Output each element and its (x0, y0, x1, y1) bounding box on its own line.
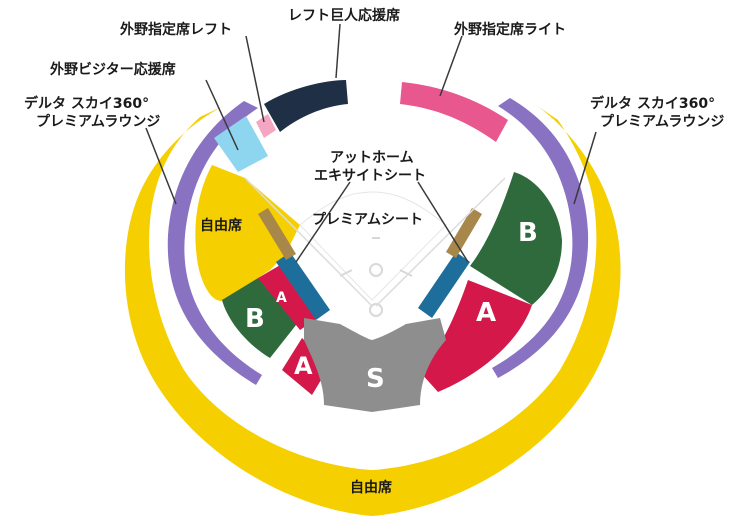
inner-left-free-seating[interactable] (195, 165, 300, 301)
delta-lounge-left-label-line2: プレミアムラウンジ (36, 114, 161, 130)
section-a-left-bottom[interactable] (282, 338, 330, 395)
excite-seat-right-strip[interactable] (446, 208, 482, 258)
section-a-left-bottom-label: A (294, 352, 313, 380)
inner-free-seating-label: 自由席 (200, 218, 242, 234)
section-b-left-label: B (245, 304, 265, 334)
left-giants-cheer-section[interactable] (264, 80, 348, 132)
left-giants-cheer-label: レフト巨人応援席 (288, 8, 400, 24)
section-b-right[interactable] (470, 172, 562, 305)
excite-seat-label-line1: アットホーム (330, 150, 414, 166)
section-a-right-label: A (476, 298, 497, 328)
right-outfield-reserved-label: 外野指定席ライト (454, 22, 566, 38)
delta-lounge-right-label-line2: プレミアムラウンジ (600, 114, 725, 130)
visitor-cheer-label: 外野ビジター応援席 (50, 62, 176, 78)
excite-seat-label-line2: エキサイトシート (314, 168, 426, 184)
left-outfield-reserved-label: 外野指定席レフト (120, 22, 232, 38)
section-a-left-small-label: A (276, 290, 287, 306)
baseball-field (244, 177, 506, 317)
premium-seat-right-strip[interactable] (418, 252, 470, 318)
outer-free-seating-label: 自由席 (350, 480, 392, 496)
section-a-right[interactable] (420, 280, 532, 392)
premium-seat-left-strip[interactable] (276, 252, 330, 320)
section-b-right-label: B (518, 218, 538, 248)
outer-free-seating-band[interactable] (124, 101, 621, 516)
premium-seat-label: プレミアムシート (312, 212, 424, 228)
section-b-left[interactable] (222, 278, 300, 358)
section-a-left-small[interactable] (258, 264, 318, 330)
delta-lounge-right-label-line1: デルタ スカイ360° (590, 96, 716, 112)
section-s-label: S (366, 364, 385, 394)
delta-lounge-left-label-line1: デルタ スカイ360° (24, 96, 150, 112)
pointer-lines (145, 23, 597, 263)
delta-lounge-left-strip[interactable] (167, 101, 262, 385)
delta-lounge-right-strip[interactable] (492, 98, 589, 378)
visitor-cheer-section[interactable] (214, 116, 268, 172)
left-outfield-reserved-section[interactable] (256, 114, 276, 138)
excite-seat-left-strip[interactable] (258, 208, 296, 260)
section-s-center[interactable] (304, 318, 446, 412)
right-outfield-reserved-section[interactable] (400, 82, 508, 142)
